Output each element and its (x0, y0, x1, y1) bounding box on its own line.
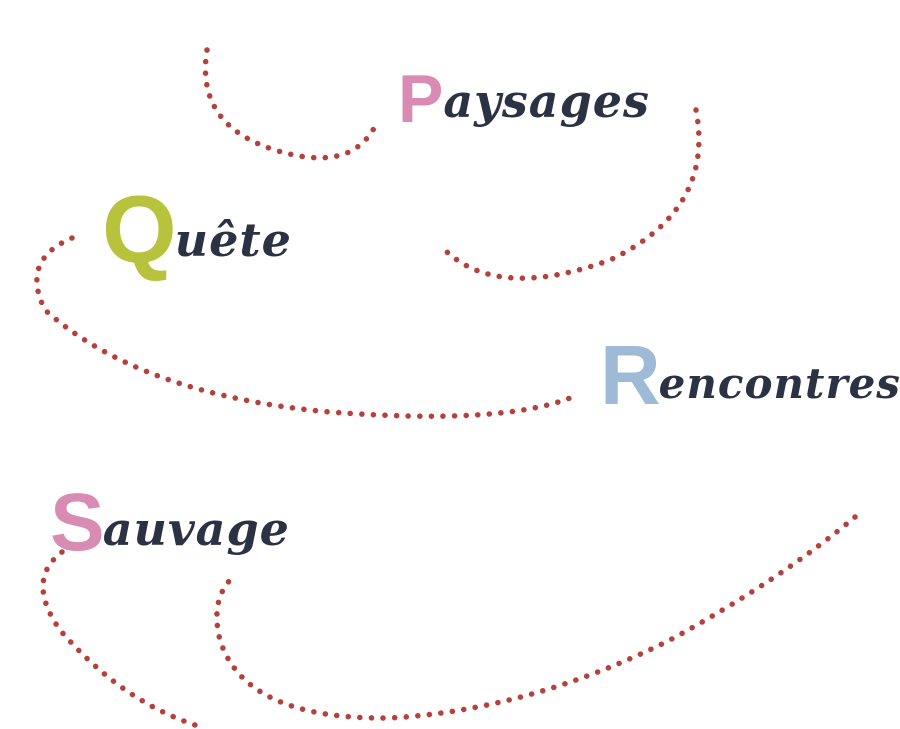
word-sauvage-rest: auvage (102, 501, 290, 556)
word-quete: Q uête (102, 176, 292, 283)
word-paysages-rest: aysages (443, 74, 650, 129)
dotted-arc-2 (444, 107, 702, 281)
word-quete-rest: uête (174, 212, 292, 267)
initial-letter-q: Q (102, 176, 177, 283)
word-paysages: P aysages (398, 61, 650, 137)
word-rencontres-rest: encontres (658, 359, 900, 409)
word-rencontres: R encontres (600, 328, 900, 422)
dotted-arc-5 (40, 549, 198, 728)
dotted-arc-4 (214, 514, 858, 721)
dotted-arc-1 (202, 47, 381, 161)
word-sauvage: S auvage (50, 477, 290, 568)
initial-letter-s: S (50, 477, 105, 568)
dotted-arc-3 (34, 235, 573, 419)
initial-letter-p: P (398, 61, 444, 137)
initial-letter-r: R (600, 328, 661, 422)
